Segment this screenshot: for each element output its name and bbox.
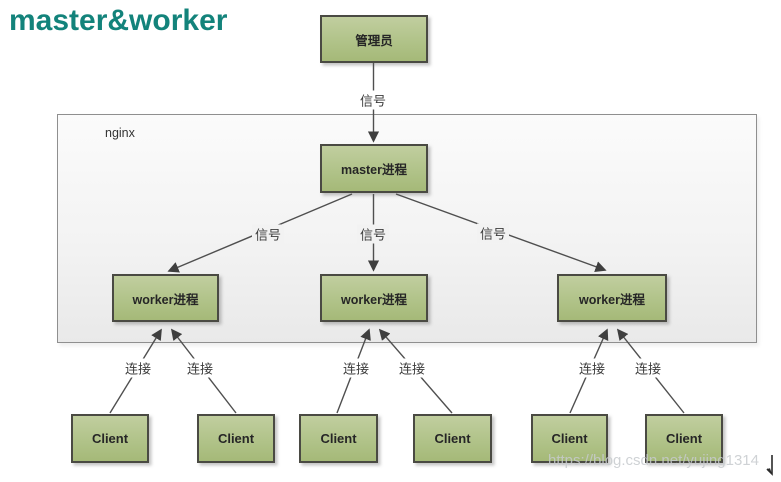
edge-label-connect-3: 连接 bbox=[339, 358, 373, 378]
edge-label-connect-6: 连接 bbox=[631, 358, 665, 378]
edge-label-signal-2: 信号 bbox=[356, 224, 390, 244]
edge-label-signal-3: 信号 bbox=[476, 223, 510, 243]
node-client-4: Client bbox=[413, 414, 492, 463]
node-client-2: Client bbox=[197, 414, 275, 463]
edge-label-connect-4: 连接 bbox=[395, 358, 429, 378]
edge-label-signal-1: 信号 bbox=[251, 224, 285, 244]
page-title: master&worker bbox=[9, 4, 228, 37]
node-client-5: Client bbox=[531, 414, 608, 463]
node-worker-process-1: worker进程 bbox=[112, 274, 219, 322]
node-client-1: Client bbox=[71, 414, 149, 463]
node-admin: 管理员 bbox=[320, 15, 428, 63]
node-client-6: Client bbox=[645, 414, 723, 463]
node-master-process: master进程 bbox=[320, 144, 428, 193]
edge-label-connect-2: 连接 bbox=[183, 358, 217, 378]
text-cursor-icon bbox=[766, 455, 773, 476]
edge-label-connect-5: 连接 bbox=[575, 358, 609, 378]
edge-label-connect-1: 连接 bbox=[121, 358, 155, 378]
nginx-group-label: nginx bbox=[105, 126, 135, 140]
watermark-url: https://blog.csdn.net/yujing1314 bbox=[548, 452, 759, 469]
node-client-3: Client bbox=[299, 414, 378, 463]
node-worker-process-2: worker进程 bbox=[320, 274, 428, 322]
node-worker-process-3: worker进程 bbox=[557, 274, 667, 322]
edge-label-signal-top: 信号 bbox=[356, 90, 390, 110]
